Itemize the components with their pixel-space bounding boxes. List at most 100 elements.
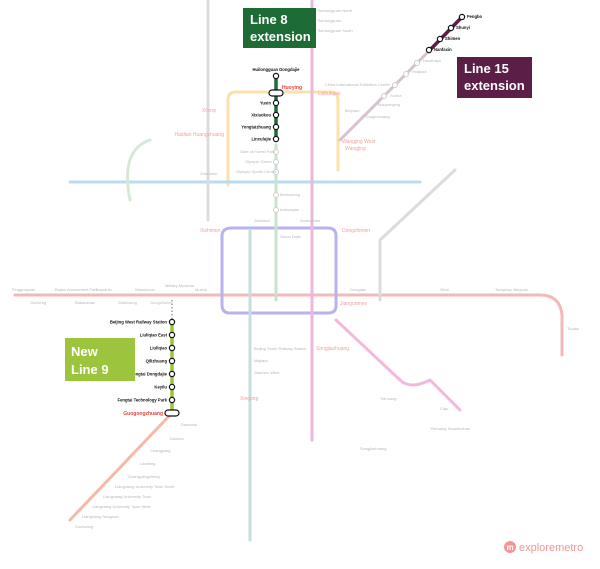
station-label: Wukesong: [118, 300, 137, 305]
station-beijing-west[interactable]: [168, 318, 176, 326]
station-label: Keyilu: [154, 385, 167, 390]
station-keyilu[interactable]: [168, 383, 176, 391]
station-label: Shimen: [445, 36, 461, 41]
station-label: Gucheng: [30, 300, 46, 305]
station-linculujie[interactable]: [272, 135, 280, 143]
station-label: Bajiao Amusement Park: [55, 287, 98, 292]
faded-labels: Pingguoyuan Gucheng Bajiao Amusement Par…: [12, 8, 580, 529]
station-label: Sihui: [440, 287, 449, 292]
station-label: Beiyuan: [345, 108, 359, 113]
logo-text: exploremetro: [519, 542, 583, 554]
station-label: Sunhe: [390, 93, 402, 98]
interchange-label: Lishuiqiao: [318, 91, 341, 97]
callout-subtitle: Line 9: [71, 362, 109, 377]
interchange-label: Xi'erqi: [202, 108, 216, 114]
station-label: Fengtai Dongdajie: [131, 372, 168, 377]
station-label: Beijing South Railway Station: [254, 346, 306, 351]
changping-faded: [126, 138, 152, 202]
station-label: Jiaomen West: [254, 370, 280, 375]
station-label: Fengtai Technology Park: [118, 398, 168, 403]
station-fengbo[interactable]: [458, 13, 466, 21]
station-label: Huilongguan Dongdajie: [253, 67, 301, 72]
station-label: Nanfaxin: [434, 47, 452, 52]
interchange-label: Huoying: [282, 85, 302, 91]
interchange-label: Wangjing: [345, 146, 366, 152]
line10-faded: [234, 90, 340, 172]
line1-faded: [13, 293, 564, 357]
station-nanfaxin[interactable]: [425, 46, 433, 54]
station-label: Guangyangcheng: [128, 474, 160, 479]
station-label: Changyang: [150, 448, 170, 453]
line8-faded-stations: Gate of Forest Park Olympic Green Olympi…: [236, 149, 302, 239]
callout-line15: Line 15 extension: [457, 57, 532, 98]
callout-subtitle: extension: [464, 78, 525, 93]
interchange-guogongzhuang[interactable]: [164, 409, 180, 417]
interchange-label: Wangjing West: [342, 139, 376, 145]
station-label: Wanshoulu: [135, 287, 155, 292]
station-label: Yongtaizhuang: [241, 125, 271, 130]
station-label: Gulou Dajie: [280, 234, 302, 239]
interchange-label: Haidian Huangzhuang: [175, 132, 225, 138]
station-label: Muxidi: [195, 287, 207, 292]
station-label: Xixiaokou: [251, 113, 271, 118]
station-label: Dongdan: [350, 287, 366, 292]
callout-line8: Line 8 extension: [243, 8, 316, 48]
station-yuxin[interactable]: [272, 99, 280, 107]
station-label: Tongzhou Beiyuan: [495, 287, 528, 292]
station-liuliqiao[interactable]: [168, 344, 176, 352]
station-qilizhuang[interactable]: [168, 357, 176, 365]
station-huilongguan-dongdajie[interactable]: [272, 72, 280, 80]
interchange-huoying[interactable]: [268, 89, 284, 97]
station-label: Tiantongyuan North: [317, 8, 352, 13]
station-label: Tiantongyuan South: [317, 28, 353, 33]
station-label: Military Museum: [165, 283, 195, 288]
station-label: Yuquanlu: [95, 287, 112, 292]
line9-new: Beijing West Railway Station Liuliqiao E…: [110, 300, 180, 417]
station-label: Olympic Sports Center: [236, 169, 277, 174]
station-label: Anhuaqiao: [280, 207, 300, 212]
line8-extension: Huilongguan Dongdajie Huoying Yuxin Xixi…: [241, 67, 302, 143]
station-label: Huajiadi: [412, 69, 427, 74]
interchange-label: Dongzhimen: [342, 228, 370, 234]
station-shimen[interactable]: [436, 35, 444, 43]
station-label: Liangxiang Nanguan: [82, 514, 119, 519]
interchange-label: Guogongzhuang: [123, 411, 163, 417]
station-label: Babaoshan: [75, 300, 95, 305]
station-shunyi[interactable]: [447, 24, 455, 32]
callout-title: Line 15: [464, 61, 509, 76]
station-label: Libafang: [140, 461, 155, 466]
station-label: Tiantongyuan: [317, 18, 341, 23]
station-label: Yizhuang: [380, 396, 397, 401]
station-label: Dabaotai: [181, 422, 197, 427]
station-label: Pingguoyuan: [12, 287, 35, 292]
station-label: Jishuitan: [254, 218, 270, 223]
callout-title: Line 8: [250, 12, 288, 27]
station-label: Liuliqiao East: [140, 333, 168, 338]
line15-faded-stations: Houshayu Huajiadi China International Ex…: [325, 58, 441, 152]
station-label: China International Exhibition Center: [325, 82, 391, 87]
station-yongtaizhuang[interactable]: [272, 123, 280, 131]
station-label: Majiapu: [254, 358, 268, 363]
station-label: Olympic Green: [245, 159, 272, 164]
station-liuliqiao-east[interactable]: [168, 331, 176, 339]
station-label: Gongzhufen: [150, 300, 172, 305]
fangshan-faded: [68, 411, 174, 522]
station-xixiaokou[interactable]: [272, 111, 280, 119]
line15-extension: Fengbo Shunyi Shimen Nanfaxin: [425, 13, 483, 54]
station-label: Liangxiang University Town West: [92, 504, 151, 509]
station-label: Fengbo: [467, 14, 483, 19]
station-fengtai-tech-park[interactable]: [168, 396, 176, 404]
callout-title: New: [71, 344, 99, 359]
station-label: Maquanying: [378, 102, 400, 107]
station-label: Liuliqiao: [150, 346, 168, 351]
airport-faded: [378, 168, 457, 302]
station-label: Linculujie: [251, 137, 271, 142]
station-label: Beijing West Railway Station: [110, 320, 168, 325]
station-label: Ciqu: [440, 406, 448, 411]
station-label: Liangxiang University Town North: [115, 484, 174, 489]
station-label: Daotian: [170, 436, 184, 441]
station-fengtai-dongdajie[interactable]: [168, 370, 176, 378]
interchange-label: Songjiazhuang: [316, 346, 349, 352]
station-label: Cuigezhuang: [366, 114, 390, 119]
